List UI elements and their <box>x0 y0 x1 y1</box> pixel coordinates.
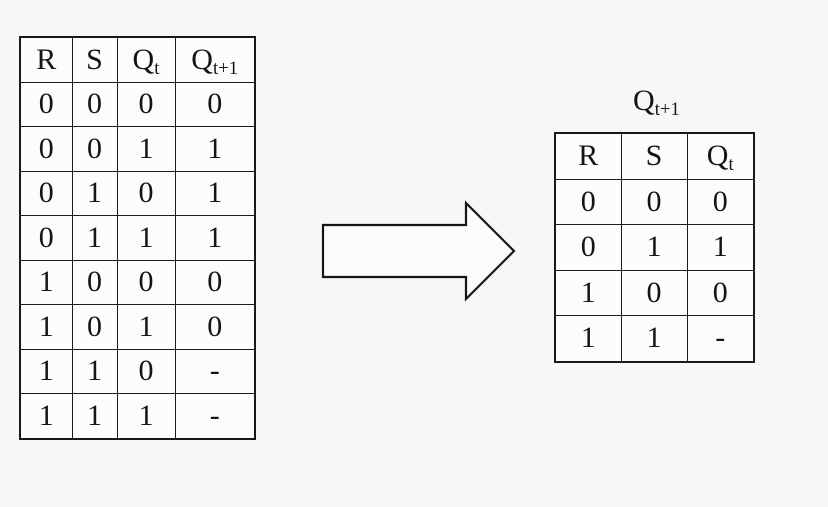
cell-qt: 0 <box>116 170 176 216</box>
cell-r: 0 <box>554 224 622 271</box>
table-row: 1 0 0 <box>554 269 755 316</box>
cell-qt: 1 <box>116 215 176 261</box>
cell-s: 1 <box>620 224 688 271</box>
column-header-s: S <box>620 132 688 180</box>
column-header-qt: Qt <box>116 36 176 83</box>
table-row: 0 1 1 <box>554 224 755 271</box>
cell-qt: - <box>686 315 755 362</box>
cell-s: 1 <box>71 215 118 261</box>
header-base: S <box>645 139 663 173</box>
table-row: 0 1 1 1 <box>19 215 256 261</box>
cell-s: 0 <box>71 126 118 172</box>
reduced-table-caption: Qt+1 <box>554 84 759 120</box>
cell-qt: 0 <box>116 81 176 127</box>
cell-s: 1 <box>71 348 118 394</box>
cell-s: 1 <box>620 315 688 362</box>
cell-s: 0 <box>71 259 118 305</box>
reduced-truth-table: R S Qt 0 0 0 0 1 1 1 0 0 1 1 <box>554 132 755 363</box>
table-row: 1 0 1 0 <box>19 304 256 350</box>
header-subscript: t <box>728 154 734 176</box>
cell-qt: 0 <box>116 348 176 394</box>
table-row: 1 1 1 - <box>19 393 256 439</box>
cell-s: 0 <box>71 81 118 127</box>
cell-r: 0 <box>19 215 73 261</box>
rightward-block-arrow-icon <box>321 200 516 302</box>
cell-r: 1 <box>554 315 622 362</box>
header-base: Q <box>706 139 729 173</box>
cell-qt: 1 <box>116 126 176 172</box>
table-header-row: R S Qt Qt+1 <box>19 36 256 83</box>
cell-qt-next: 0 <box>174 259 256 305</box>
cell-r: 1 <box>19 259 73 305</box>
cell-qt: 0 <box>686 269 755 316</box>
cell-r: 0 <box>19 170 73 216</box>
cell-r: 0 <box>554 178 622 225</box>
cell-s: 0 <box>620 269 688 316</box>
caption-subscript: t+1 <box>654 99 680 121</box>
column-header-s: S <box>71 36 118 83</box>
table-row: 1 0 0 0 <box>19 259 256 305</box>
cell-s: 0 <box>620 178 688 225</box>
cell-qt: 1 <box>686 224 755 271</box>
cell-r: 1 <box>554 269 622 316</box>
table-row: 0 1 0 1 <box>19 170 256 216</box>
cell-s: 0 <box>71 304 118 350</box>
cell-qt-next: 0 <box>174 304 256 350</box>
table-row: 1 1 - <box>554 315 755 362</box>
table-header-row: R S Qt <box>554 132 755 180</box>
caption-base: Q <box>633 84 655 117</box>
column-header-r: R <box>19 36 73 83</box>
column-header-qt: Qt <box>686 132 755 180</box>
cell-r: 0 <box>19 126 73 172</box>
cell-r: 0 <box>19 81 73 127</box>
table-row: 0 0 1 1 <box>19 126 256 172</box>
column-header-qt-next: Qt+1 <box>174 36 256 83</box>
cell-qt-next: - <box>174 393 256 439</box>
cell-qt: 0 <box>116 259 176 305</box>
header-base: Q <box>132 42 155 76</box>
header-subscript: t+1 <box>212 57 239 79</box>
column-header-r: R <box>554 132 622 180</box>
cell-qt: 1 <box>116 393 176 439</box>
cell-r: 1 <box>19 348 73 394</box>
cell-s: 1 <box>71 170 118 216</box>
header-base: Q <box>191 42 213 76</box>
header-subscript: t <box>154 57 160 79</box>
table-row: 1 1 0 - <box>19 348 256 394</box>
cell-qt: 1 <box>116 304 176 350</box>
cell-s: 1 <box>71 393 118 439</box>
header-base: R <box>578 139 599 173</box>
cell-r: 1 <box>19 304 73 350</box>
cell-qt-next: - <box>174 348 256 394</box>
cell-r: 1 <box>19 393 73 439</box>
cell-qt-next: 1 <box>174 126 256 172</box>
table-row: 0 0 0 0 <box>19 81 256 127</box>
header-base: S <box>86 42 103 76</box>
cell-qt-next: 1 <box>174 170 256 216</box>
header-base: R <box>36 42 57 76</box>
cell-qt-next: 0 <box>174 81 256 127</box>
cell-qt: 0 <box>686 178 755 225</box>
cell-qt-next: 1 <box>174 215 256 261</box>
full-truth-table: R S Qt Qt+1 0 0 0 0 0 0 1 1 0 1 0 <box>19 36 256 440</box>
table-row: 0 0 0 <box>554 178 755 225</box>
